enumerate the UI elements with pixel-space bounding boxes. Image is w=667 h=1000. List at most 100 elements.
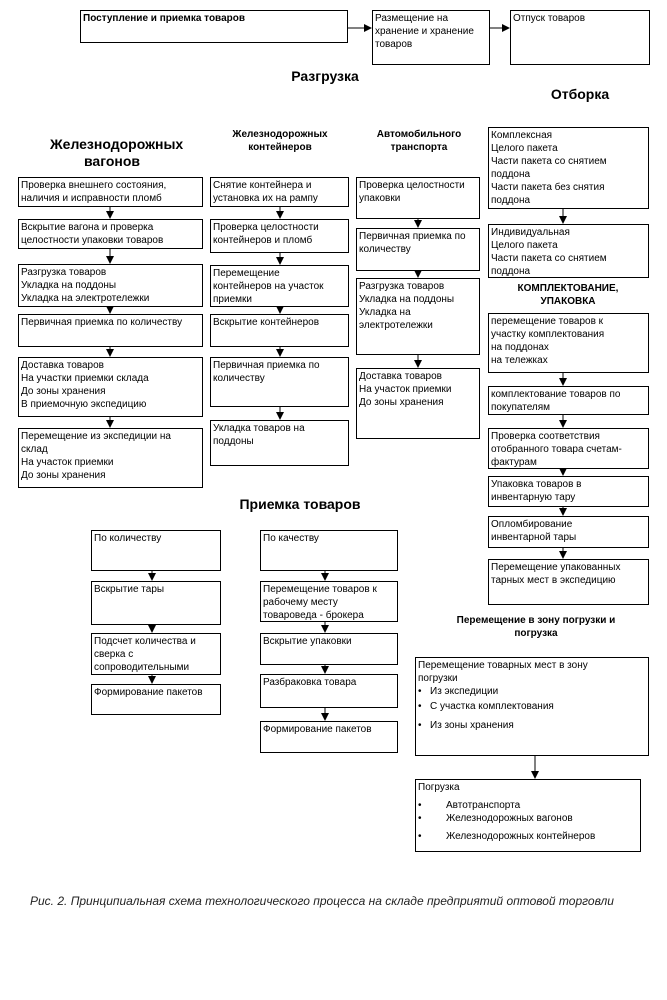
- step-line: Целого пакета: [491, 143, 558, 154]
- quantity-step: Подсчет количества и сверка с сопроводит…: [91, 633, 221, 675]
- rail-wagons-step: Доставка товаров На участки приемки скла…: [18, 357, 203, 417]
- step-line: Укладка на электротележки: [21, 293, 150, 304]
- picking-step: Индивидуальная Целого пакета Части пакет…: [488, 224, 649, 278]
- step-line: Разбраковка товара: [263, 677, 357, 688]
- rail-containers-heading-line: контейнеров: [248, 142, 312, 153]
- auto-heading-line: транспорта: [390, 142, 448, 153]
- step-line: Снятие контейнера и: [213, 180, 312, 191]
- step-line: Укладка товаров на: [213, 423, 305, 434]
- step-line: Доставка товаров: [359, 371, 442, 382]
- release-box: Отпуск товаров: [510, 10, 650, 65]
- to-loading-heading: Перемещение в зону погрузки и погрузка: [436, 614, 636, 640]
- step-line: склад: [21, 444, 48, 455]
- loading-item: • Железнодорожных вагонов: [418, 812, 638, 825]
- step-line: фактурам: [491, 457, 537, 468]
- step-line: Проверка внешнего состояния,: [21, 180, 167, 191]
- rail-wagons-heading: Железнодорожных вагонов: [50, 136, 184, 169]
- quality-step: Формирование пакетов: [260, 721, 398, 753]
- receipt-label: Поступление и приемка товаров: [83, 13, 245, 24]
- step-line: Подсчет количества и: [94, 636, 196, 647]
- step-line: Перемещение: [213, 268, 280, 279]
- picking-step: Комплексная Целого пакета Части пакета с…: [488, 127, 649, 209]
- step-line: количеству: [213, 373, 265, 384]
- step-line: Первичная приемка по количеству: [21, 317, 183, 328]
- step-line: поддона: [491, 195, 531, 206]
- move-item: • Из зоны хранения: [418, 719, 646, 732]
- rail-containers-heading: Железнодорожных контейнеров: [210, 128, 350, 154]
- rail-containers-heading-line: Железнодорожных: [232, 129, 328, 140]
- loading-item-label: Железнодорожных вагонов: [446, 813, 573, 824]
- step-line: До зоны хранения: [359, 397, 444, 408]
- step-line: Разгрузка товаров: [21, 267, 107, 278]
- step-line: Части пакета со снятием: [491, 156, 607, 167]
- step-line: По качеству: [263, 533, 319, 544]
- step-line: инвентарную тару: [491, 492, 576, 503]
- bullet-icon: •: [418, 720, 422, 731]
- picking-heading: Отборка: [550, 86, 610, 102]
- move-item-label: Из зоны хранения: [430, 720, 514, 731]
- step-line: количеству: [359, 244, 411, 255]
- rail-containers-step: Укладка товаров на поддоны: [210, 420, 349, 466]
- step-line: Вскрытие вагона и проверка: [21, 222, 154, 233]
- figure-caption: Рис. 2. Принципиальная схема технологиче…: [30, 894, 614, 908]
- step-line: До зоны хранения: [21, 470, 106, 481]
- step-line: наличия и исправности пломб: [21, 193, 162, 204]
- bullet-icon: •: [418, 701, 422, 712]
- move-title-line: Перемещение товарных мест в зону: [418, 660, 588, 671]
- step-line: Первичная приемка по: [359, 231, 466, 242]
- step-line: на поддонах: [491, 342, 549, 353]
- quality-step: Перемещение товаров к рабочему месту тов…: [260, 581, 398, 622]
- step-line: на тележках: [491, 355, 548, 366]
- bullet-icon: •: [418, 831, 422, 842]
- rail-wagons-step: Разгрузка товаров Укладка на поддоны Укл…: [18, 264, 203, 307]
- step-line: Вскрытие контейнеров: [213, 317, 320, 328]
- move-item: • Из экспедиции: [418, 685, 646, 698]
- step-line: рабочему месту: [263, 597, 338, 608]
- step-line: На участки приемки склада: [21, 373, 149, 384]
- step-line: сопроводительными: [94, 662, 190, 673]
- rail-containers-step: Первичная приемка по количеству: [210, 357, 349, 407]
- step-line: Разгрузка товаров: [359, 281, 445, 292]
- rail-wagons-step: Первичная приемка по количеству: [18, 314, 203, 347]
- bullet-icon: •: [418, 686, 422, 697]
- step-line: Проверка соответствия: [491, 431, 600, 442]
- step-line: Укладка на поддоны: [359, 294, 455, 305]
- to-loading-heading-line: Перемещение в зону погрузки и: [456, 615, 616, 626]
- move-item: • С участка комплектования: [418, 700, 646, 713]
- step-line: Вскрытие упаковки: [263, 636, 352, 647]
- placement-box: Размещение на хранение и хранение товаро…: [372, 10, 490, 65]
- step-line: Перемещение упакованных: [491, 562, 621, 573]
- quality-step: Разбраковка товара: [260, 674, 398, 708]
- step-line: Перемещение товаров к: [263, 584, 377, 595]
- step-line: перемещение товаров к: [491, 316, 604, 327]
- rail-wagons-step: Вскрытие вагона и проверка целостности у…: [18, 219, 203, 249]
- step-line: Целого пакета: [491, 240, 558, 251]
- placement-line: хранение и хранение: [375, 26, 474, 37]
- step-line: тарных мест в экспедицию: [491, 575, 616, 586]
- assembly-step: комплектование товаров по покупателям: [488, 386, 649, 415]
- step-line: Формирование пакетов: [263, 724, 372, 735]
- step-line: Укладка на: [359, 307, 411, 318]
- bullet-icon: •: [418, 800, 422, 811]
- step-line: Доставка товаров: [21, 360, 104, 371]
- auto-heading: Автомобильного транспорта: [360, 128, 478, 154]
- step-line: упаковки: [359, 193, 401, 204]
- step-line: Проверка целостности: [359, 180, 465, 191]
- quantity-step: Вскрытие тары: [91, 581, 221, 625]
- step-line: поддона: [491, 169, 531, 180]
- rail-wagons-step: Проверка внешнего состояния, наличия и и…: [18, 177, 203, 207]
- step-line: Формирование пакетов: [94, 687, 203, 698]
- loading-title: Погрузка: [418, 782, 460, 793]
- move-item-label: С участка комплектования: [430, 701, 554, 712]
- unloading-heading: Разгрузка: [291, 68, 359, 84]
- step-line: участку комплектования: [491, 329, 605, 340]
- acceptance-heading: Приемка товаров: [239, 496, 361, 512]
- assembly-step: Проверка соответствия отобранного товара…: [488, 428, 649, 469]
- auto-step: Первичная приемка по количеству: [356, 228, 480, 271]
- step-line: комплектование товаров по: [491, 389, 621, 400]
- step-line: По количеству: [94, 533, 162, 544]
- loading-item-label: Железнодорожных контейнеров: [446, 831, 596, 842]
- step-line: приемки: [213, 294, 252, 305]
- step-line: Укладка на поддоны: [21, 280, 117, 291]
- step-line: отобранного товара счетам-: [491, 444, 622, 455]
